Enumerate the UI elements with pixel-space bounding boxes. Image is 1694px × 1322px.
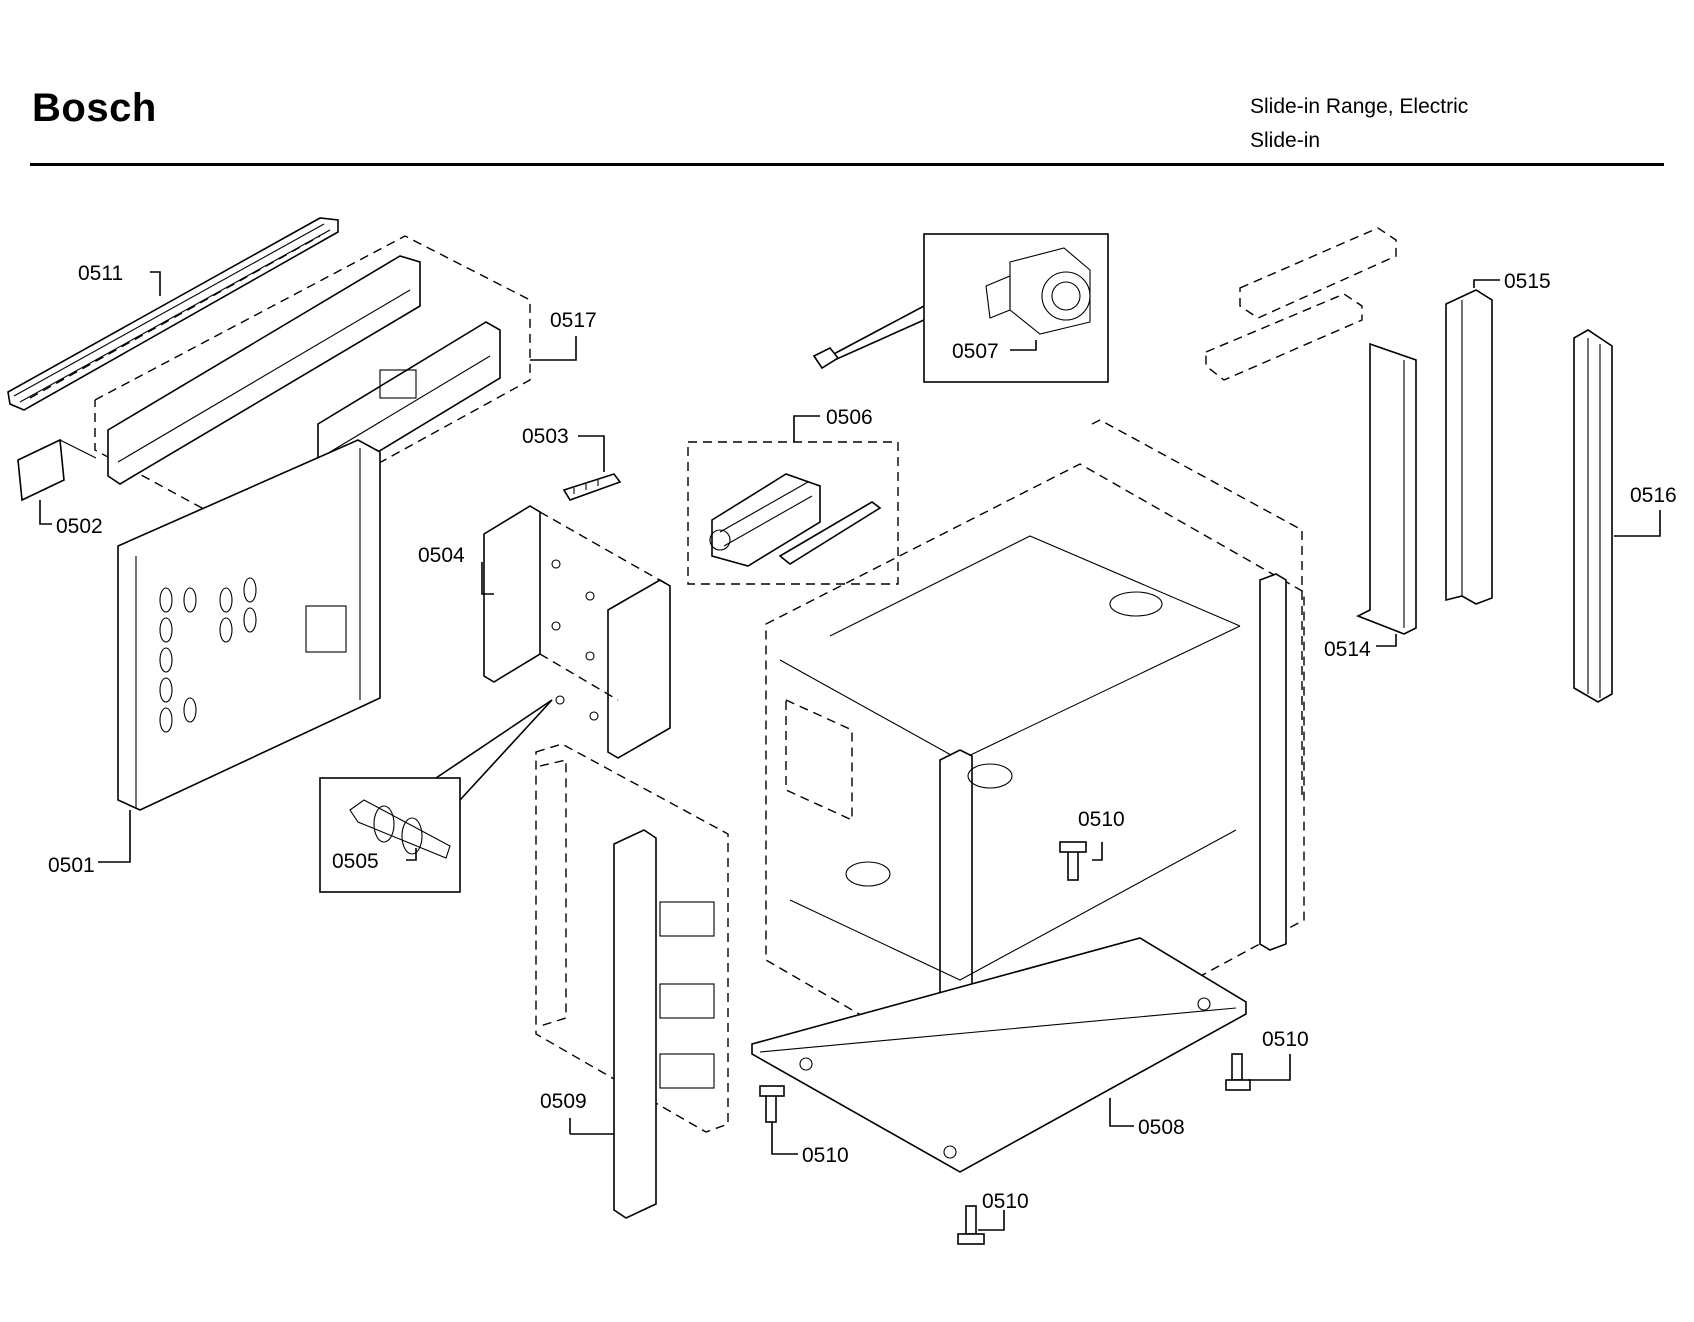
part-top-brackets[interactable] (1205, 227, 1397, 381)
model-line-2: Slide-in (1250, 129, 1321, 152)
part-0510-screw-d[interactable] (957, 1205, 985, 1245)
part-0510-screw-c[interactable] (759, 1085, 785, 1123)
leader-0508 (1109, 1098, 1134, 1127)
label-0502: 0502 (56, 515, 103, 538)
leader-0514 (1376, 634, 1397, 647)
part-0510-screw-b[interactable] (1225, 1053, 1251, 1091)
label-0501: 0501 (48, 854, 95, 877)
leader-0501 (98, 810, 131, 863)
leader-0510c (771, 1122, 798, 1155)
model-line-1: Slide-in Range, Electric (1250, 95, 1469, 118)
leader-0505 (406, 848, 417, 861)
label-0509: 0509 (540, 1090, 587, 1113)
label-0504: 0504 (418, 544, 465, 567)
part-0511-trim[interactable] (7, 217, 339, 411)
label-0515: 0515 (1504, 270, 1551, 293)
label-0503: 0503 (522, 425, 569, 448)
part-0505-clip-detail[interactable] (319, 699, 553, 893)
part-0504-control-board[interactable] (483, 505, 671, 759)
label-0510-c: 0510 (802, 1144, 849, 1167)
label-0507: 0507 (952, 340, 999, 363)
leader-0510b (1248, 1054, 1291, 1081)
part-0501-rear-panel[interactable] (117, 439, 381, 811)
leader-0503 (578, 435, 605, 472)
label-0506: 0506 (826, 406, 873, 429)
part-0508-base-plate[interactable] (751, 937, 1247, 1173)
part-0514-panel[interactable] (1356, 342, 1417, 635)
part-0510-screw-a[interactable] (1059, 841, 1087, 881)
label-0511: 0511 (78, 262, 123, 285)
part-0507-thermostat[interactable] (812, 233, 1109, 383)
part-0509-side-panel[interactable] (535, 743, 729, 1219)
part-0517-channel[interactable] (94, 235, 531, 535)
label-0517: 0517 (550, 309, 597, 332)
brand-title: Bosch (32, 86, 157, 130)
leader-0515 (1473, 279, 1500, 288)
part-0506-fan-motor[interactable] (687, 441, 899, 585)
leader-0516 (1614, 510, 1661, 537)
leader-0510d (978, 1210, 1005, 1231)
part-0502-bracket[interactable] (17, 438, 97, 502)
part-0515-panel[interactable] (1445, 289, 1493, 605)
leader-0511 (150, 271, 161, 296)
label-0505: 0505 (332, 850, 379, 873)
label-0508: 0508 (1138, 1116, 1185, 1139)
label-0514: 0514 (1324, 638, 1371, 661)
label-0510-b: 0510 (1262, 1028, 1309, 1051)
leader-0506 (793, 415, 820, 442)
label-0510-d: 0510 (982, 1190, 1029, 1213)
label-0510-a: 0510 (1078, 808, 1125, 831)
header-rule (30, 163, 1664, 166)
leader-0502 (39, 500, 52, 525)
leader-0504 (481, 562, 494, 595)
model-description: Slide-in Range, Electric Slide-in (1250, 90, 1468, 158)
label-0516: 0516 (1630, 484, 1677, 507)
part-0503-terminal-block[interactable] (562, 473, 622, 501)
leader-0510a (1092, 842, 1103, 861)
leader-0517 (530, 336, 577, 361)
leader-0507 (1010, 340, 1037, 351)
part-0516-side-rail[interactable] (1573, 329, 1613, 703)
